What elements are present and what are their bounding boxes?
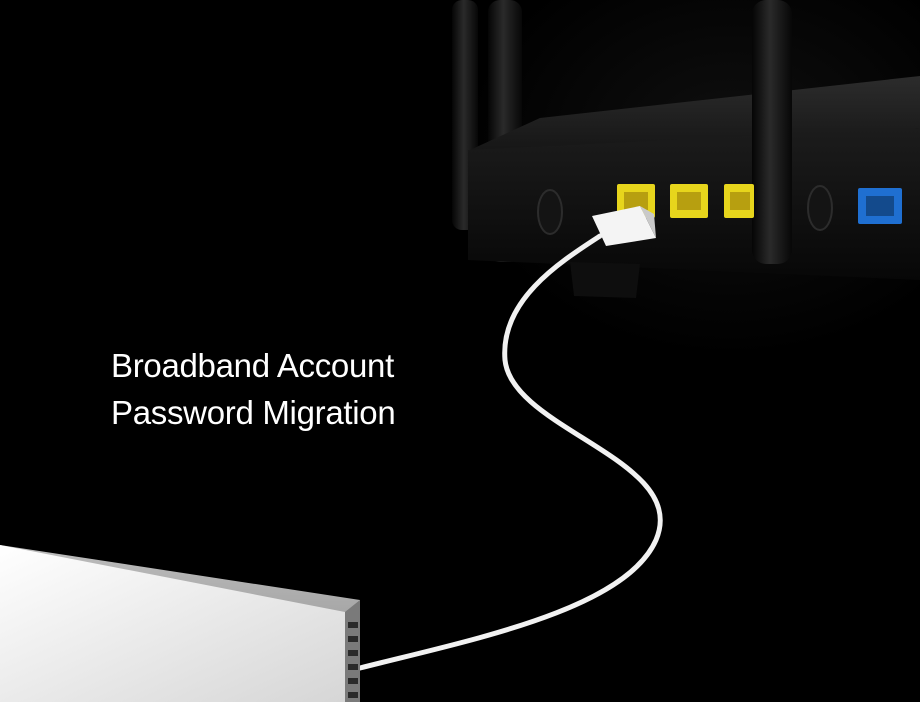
- caption-line-2: Password Migration: [111, 394, 396, 431]
- caption-line-1: Broadband Account: [111, 347, 394, 384]
- wan-port-icon: [858, 188, 902, 224]
- lan-port-icon: [670, 184, 708, 218]
- ethernet-cable-icon: [357, 206, 663, 671]
- caption: Broadband Account Password Migration: [111, 342, 396, 436]
- lan-port-icon: [724, 184, 754, 218]
- old-router-icon: [0, 545, 360, 702]
